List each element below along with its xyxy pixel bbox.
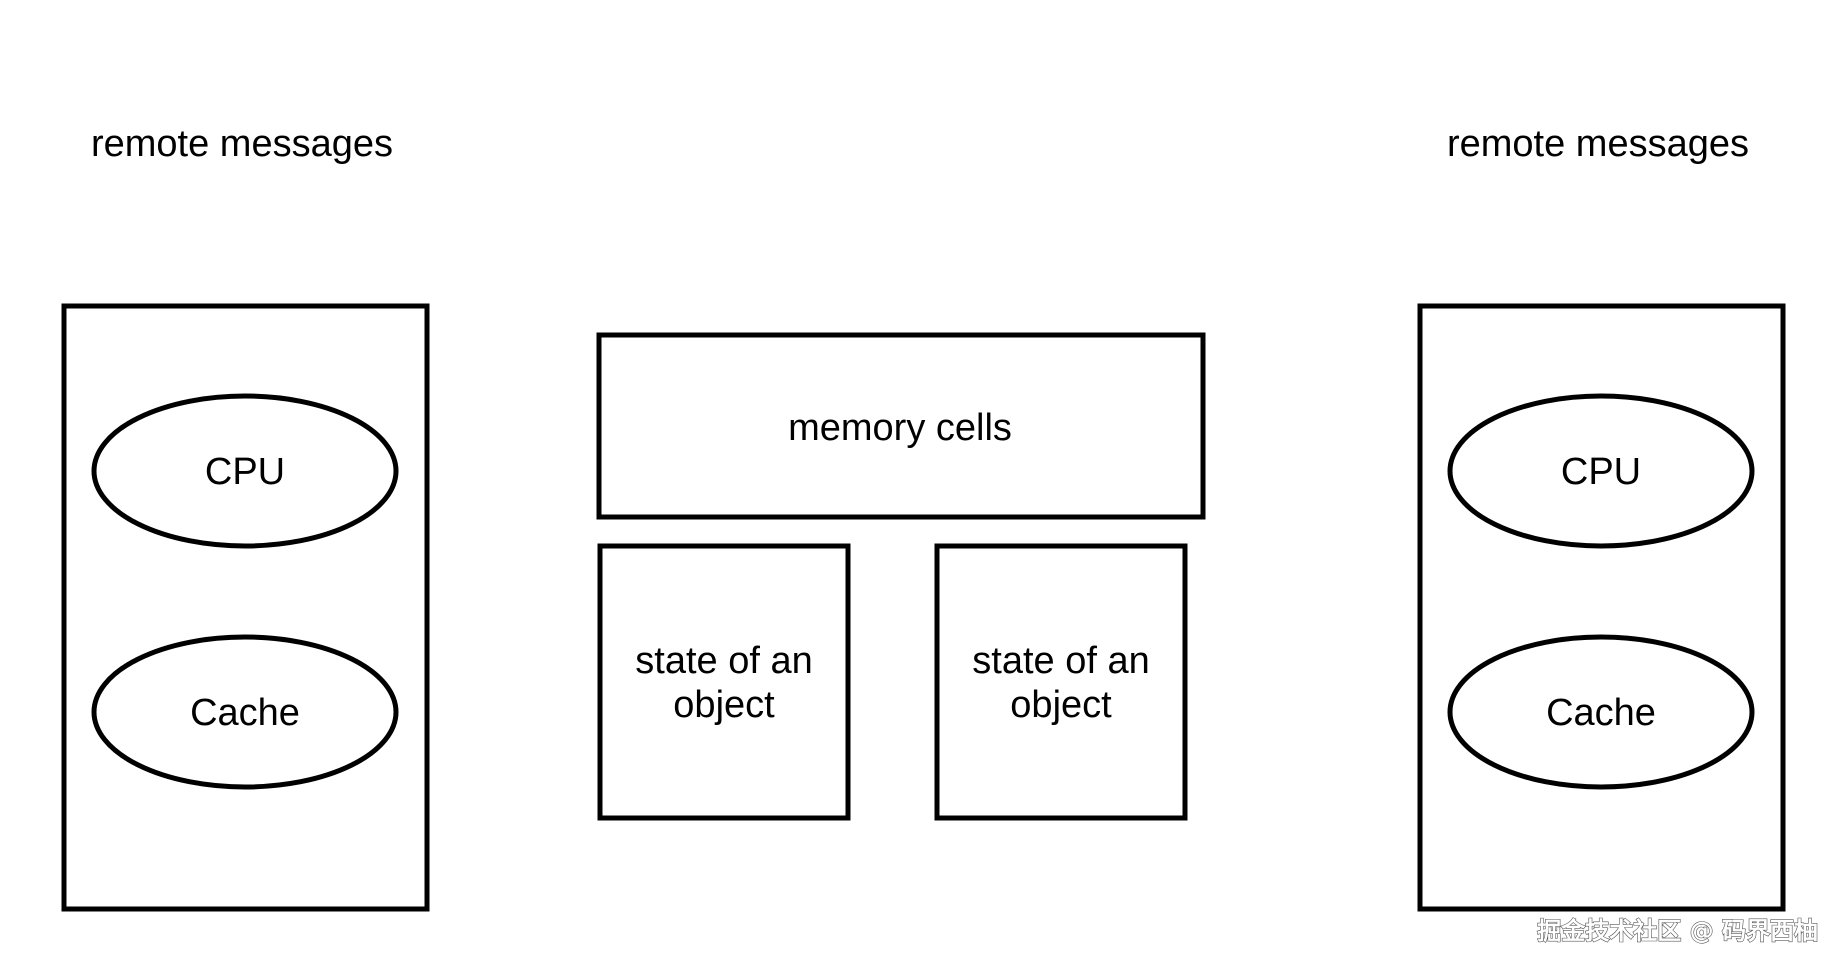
left-cache-ellipse (91, 634, 399, 790)
right-cpu-ellipse (1447, 393, 1755, 549)
memory-cells-box (596, 332, 1206, 520)
left-cpu-ellipse (91, 393, 399, 549)
object-state-box-1 (597, 543, 851, 821)
object-state-label-1-line2: object (673, 684, 775, 726)
left-cache-label: Cache (190, 692, 300, 734)
object-state-label-2-line2: object (1010, 684, 1112, 726)
left-cpu-label: CPU (205, 451, 285, 493)
right-cpu-label: CPU (1561, 451, 1641, 493)
object-state-box-2 (934, 543, 1188, 821)
object-state-label-2-line1: state of an (972, 640, 1149, 682)
right-cache-label: Cache (1546, 692, 1656, 734)
object-state-label-1-line1: state of an (635, 640, 812, 682)
watermark-text: 掘金技术社区 @ 码界西柚 (1537, 917, 1818, 945)
memory-cells-label: memory cells (788, 407, 1012, 449)
right-remote-messages-caption: remote messages (1447, 123, 1749, 165)
left-node: remote messages CPU Cache (61, 123, 430, 912)
right-node: remote messages CPU Cache (1417, 123, 1786, 912)
memory-area: memory cells state of an object state of… (596, 332, 1206, 821)
left-remote-messages-caption: remote messages (91, 123, 393, 165)
right-cache-ellipse (1447, 634, 1755, 790)
